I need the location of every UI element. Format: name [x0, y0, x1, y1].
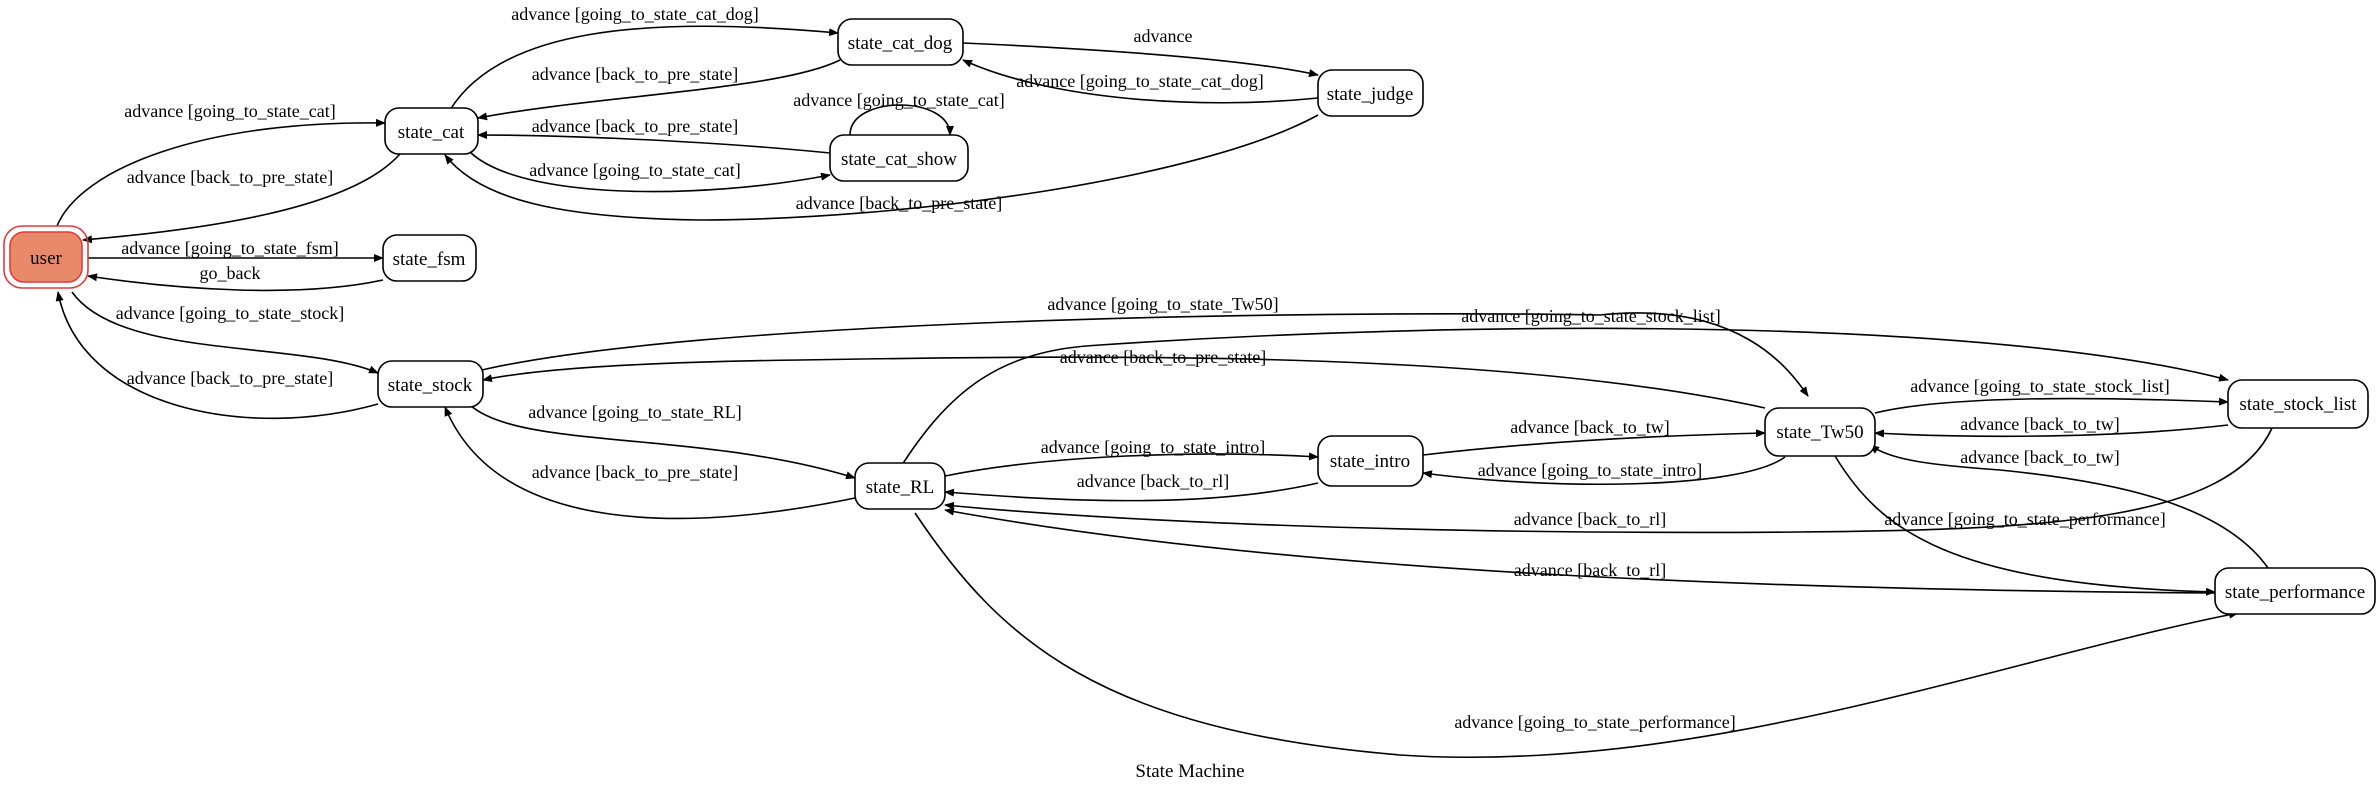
- edge-label: advance [going_to_state_intro]: [1041, 437, 1265, 457]
- edge-label: advance [back_to_tw]: [1510, 417, 1669, 437]
- node-state-rl[interactable]: state_RL: [854, 462, 946, 510]
- edge-performance-to-rl[interactable]: [944, 507, 2216, 594]
- node-label: state_performance: [2225, 582, 2365, 603]
- node-label: state_RL: [866, 477, 935, 498]
- edge-label: advance [going_to_state_performance]: [1884, 509, 2165, 529]
- node-state-performance[interactable]: state_performance: [2214, 567, 2376, 615]
- edge-judge-to-state-cat[interactable]: [444, 114, 1319, 221]
- node-label: state_cat_show: [841, 149, 957, 170]
- node-label: state_fsm: [393, 249, 466, 270]
- node-user[interactable]: user: [3, 225, 89, 289]
- node-label: state_cat: [398, 122, 465, 143]
- edge-label: advance [back_to_pre_state]: [127, 368, 333, 388]
- edge-label: advance [going_to_state_stock]: [116, 303, 344, 323]
- node-state-stock-list[interactable]: state_stock_list: [2227, 379, 2369, 429]
- node-label: state_judge: [1327, 84, 1414, 105]
- edges-group: [55, 25, 2273, 759]
- node-label: state_intro: [1330, 451, 1410, 472]
- node-state-tw50[interactable]: state_Tw50: [1764, 407, 1876, 457]
- edge-label: advance [back_to_rl]: [1514, 560, 1666, 580]
- node-state-fsm[interactable]: state_fsm: [382, 234, 477, 282]
- edge-label: advance [back_to_pre_state]: [1060, 347, 1266, 367]
- edge-label: advance [going_to_state_Tw50]: [1047, 294, 1278, 314]
- edge-cat-dog-to-state-cat[interactable]: [477, 59, 841, 121]
- edge-label: advance [going_to_state_cat_dog]: [1016, 71, 1263, 91]
- edge-label: advance [back_to_rl]: [1514, 509, 1666, 529]
- edge-performance-to-tw50[interactable]: [1869, 444, 2269, 569]
- node-label: state_stock: [388, 375, 473, 396]
- edge-label: advance [going_to_state_intro]: [1478, 460, 1702, 480]
- edge-state-stock-to-user[interactable]: [55, 291, 379, 419]
- edge-stock-to-tw50[interactable]: [481, 312, 1809, 397]
- edge-label: advance [going_to_state_RL]: [528, 402, 741, 422]
- edge-state-cat-to-cat-show[interactable]: [469, 151, 831, 193]
- edge-labels-group: advance [going_to_state_cat] advance [ba…: [116, 4, 2170, 732]
- node-state-cat-show[interactable]: state_cat_show: [829, 134, 969, 182]
- edge-state-cat-to-user[interactable]: [82, 153, 401, 244]
- edge-stock-list-to-tw50[interactable]: [1874, 424, 2229, 438]
- node-state-cat[interactable]: state_cat: [384, 107, 479, 155]
- node-state-judge[interactable]: state_judge: [1317, 69, 1424, 117]
- nodes-group: user state_cat state_cat_dog state_judge…: [3, 18, 2376, 615]
- edge-user-to-state-stock[interactable]: [71, 291, 379, 374]
- edge-intro-to-rl[interactable]: [944, 482, 1319, 502]
- diagram-caption: State Machine: [1135, 761, 1244, 782]
- edge-rl-to-intro[interactable]: [944, 452, 1319, 477]
- node-state-cat-dog[interactable]: state_cat_dog: [837, 18, 964, 66]
- edge-label: advance [back_to_pre_state]: [532, 462, 738, 482]
- edge-label: advance [going_to_state_performance]: [1454, 712, 1735, 732]
- edge-cat-dog-to-judge[interactable]: [962, 42, 1319, 77]
- edge-state-fsm-to-user[interactable]: [87, 273, 384, 292]
- node-label: state_cat_dog: [848, 33, 953, 54]
- edge-label: advance [back_to_rl]: [1077, 471, 1229, 491]
- edge-tw50-to-performance[interactable]: [1834, 455, 2216, 596]
- edge-user-to-state-cat[interactable]: [56, 118, 386, 227]
- node-label: state_stock_list: [2239, 394, 2357, 415]
- edge-cat-show-to-state-cat[interactable]: [477, 131, 831, 154]
- edge-tw50-to-intro[interactable]: [1422, 456, 1786, 486]
- edge-tw50-to-stock[interactable]: [482, 356, 1766, 409]
- edge-label: advance [back_to_tw]: [1960, 414, 2119, 434]
- edge-intro-to-tw50[interactable]: [1422, 429, 1766, 456]
- edge-label: advance [going_to_state_cat]: [793, 90, 1004, 110]
- edge-rl-to-stock-list[interactable]: [899, 327, 2229, 469]
- edge-state-cat-to-cat-dog[interactable]: [449, 25, 839, 111]
- edge-label: advance [back_to_pre_state]: [796, 193, 1002, 213]
- edge-stock-list-to-rl[interactable]: [944, 427, 2273, 534]
- edge-label: advance [back_to_tw]: [1960, 447, 2119, 467]
- edge-label: advance [going_to_state_cat_dog]: [511, 4, 758, 24]
- edge-label: advance [back_to_pre_state]: [532, 64, 738, 84]
- edge-label: advance [going_to_state_stock_list]: [1910, 376, 2169, 396]
- edge-cat-show-self-loop[interactable]: [849, 104, 954, 136]
- edge-label: advance [going_to_state_fsm]: [121, 238, 338, 258]
- edge-label: advance [going_to_state_cat]: [124, 101, 335, 121]
- node-state-intro[interactable]: state_intro: [1317, 435, 1424, 487]
- edge-label: advance [back_to_pre_state]: [127, 167, 333, 187]
- edge-label: advance [going_to_state_stock_list]: [1461, 306, 1720, 326]
- node-label: user: [30, 248, 62, 269]
- edge-label: advance [back_to_pre_state]: [532, 116, 738, 136]
- edge-rl-to-stock[interactable]: [444, 406, 856, 520]
- edge-rl-to-performance[interactable]: [914, 512, 2239, 759]
- edge-label: go_back: [200, 263, 261, 283]
- edge-judge-to-cat-dog[interactable]: [962, 59, 1319, 104]
- edge-label: advance [going_to_state_cat]: [529, 160, 740, 180]
- edge-label: advance: [1134, 26, 1193, 46]
- edge-tw50-to-stock-list[interactable]: [1874, 397, 2229, 414]
- node-label: state_Tw50: [1776, 422, 1863, 443]
- node-state-stock[interactable]: state_stock: [377, 360, 484, 408]
- edge-stock-to-rl[interactable]: [469, 404, 856, 480]
